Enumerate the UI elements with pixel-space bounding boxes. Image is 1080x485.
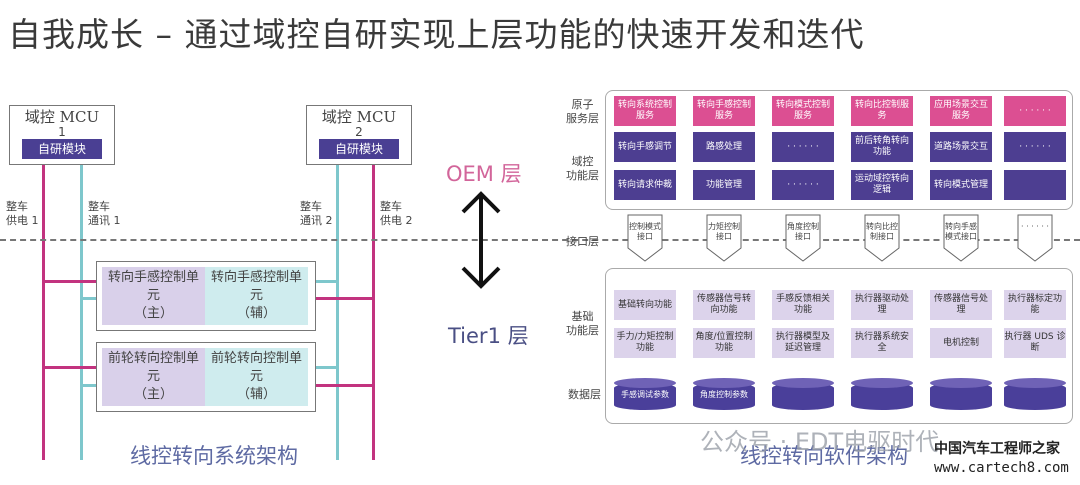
data-label: 手感调试参数 [621, 390, 669, 399]
self-developed-module: 自研模块 [319, 139, 399, 159]
database-cylinder-icon [772, 378, 834, 410]
layer-interface: 接口层 [566, 235, 599, 248]
right-caption: 线控转向软件架构 [740, 444, 908, 468]
ecu-aux: 转向手感控制单元（辅） [205, 267, 308, 325]
domain-function-box: 转向请求仲裁 [614, 170, 676, 200]
interface-arrow: 转向手感模式接口 [943, 214, 979, 262]
database-cylinder-icon: 手感调试参数 [614, 378, 676, 410]
connector [42, 366, 102, 369]
database-cylinder-icon [1004, 378, 1066, 410]
domain-function-box [1004, 170, 1066, 200]
label-comm-1: 整车通讯 1 [88, 200, 121, 227]
interface-label: 力矩控制接口 [708, 222, 740, 241]
atomic-service-box: · · · · · · [1004, 96, 1066, 126]
interface-arrow: · · · · · · [1017, 214, 1053, 262]
base-function-box: 角度/位置控制功能 [693, 328, 755, 358]
interface-arrow: 控制模式接口 [627, 214, 663, 262]
atomic-service-box: 转向比控制服务 [851, 96, 913, 126]
domain-function-box: 转向模式管理 [930, 170, 992, 200]
comm-bus-1 [80, 165, 83, 460]
connector [42, 280, 102, 283]
layer-domain-function: 域控功能层 [566, 155, 599, 182]
base-function-box: 执行器系统安全 [851, 328, 913, 358]
connector [310, 297, 374, 300]
base-function-box: 执行器模型及延迟管理 [772, 328, 834, 358]
base-function-box: 手力/力矩控制功能 [614, 328, 676, 358]
atomic-service-box: 应用场景交互服务 [930, 96, 992, 126]
domain-mcu-2: 域控 MCU 2 自研模块 [306, 105, 412, 165]
mcu-number: 1 [58, 125, 66, 139]
domain-function-box: · · · · · · [772, 170, 834, 200]
ecu-main: 转向手感控制单元（主） [102, 267, 205, 325]
domain-function-box: · · · · · · [772, 132, 834, 162]
tier1-layer-label: Tier1 层 [448, 324, 529, 348]
domain-function-box: 路感处理 [693, 132, 755, 162]
mcu-label: 域控 MCU [321, 108, 397, 126]
database-cylinder-icon [851, 378, 913, 410]
domain-function-box: 道路场景交互 [930, 132, 992, 162]
database-cylinder-icon: 角度控制参数 [693, 378, 755, 410]
label-power-1: 整车供电 1 [6, 200, 39, 227]
domain-function-box: 功能管理 [693, 170, 755, 200]
oem-layer-label: OEM 层 [446, 162, 522, 186]
base-function-box: 传感器信号转向功能 [693, 290, 755, 320]
base-function-box: 手感反馈相关功能 [772, 290, 834, 320]
ecu-main: 前轮转向控制单元（主） [102, 348, 205, 406]
left-caption: 线控转向系统架构 [130, 444, 298, 468]
domain-function-box: 转向手感调节 [614, 132, 676, 162]
domain-function-box: 前后转角转向功能 [851, 132, 913, 162]
wechat-watermark: 公众号 · EDT电驱时代 [700, 428, 940, 456]
interface-arrow: 角度控制接口 [785, 214, 821, 262]
interface-label: 角度控制接口 [787, 222, 819, 241]
self-developed-module: 自研模块 [22, 139, 102, 159]
connector [80, 297, 102, 300]
power-bus-1 [42, 165, 45, 460]
domain-function-box: · · · · · · [1004, 132, 1066, 162]
mcu-label: 域控 MCU [24, 108, 100, 126]
connector [310, 280, 336, 283]
atomic-service-box: 转向模式控制服务 [772, 96, 834, 126]
domain-function-box: 运动域控转向逻辑 [851, 170, 913, 200]
site-watermark-url: www.cartech8.com [934, 460, 1069, 476]
layer-divider [0, 239, 1080, 241]
interface-label: 转向比控制接口 [866, 222, 898, 241]
steering-feel-control-unit: 转向手感控制单元（主） 转向手感控制单元（辅） [96, 261, 316, 331]
database-cylinder-icon [930, 378, 992, 410]
base-function-box: 执行器 UDS 诊断 [1004, 328, 1066, 358]
base-function-box: 电机控制 [930, 328, 992, 358]
slide-title: 自我成长 – 通过域控自研实现上层功能的快速开发和迭代 [8, 15, 865, 54]
domain-mcu-1: 域控 MCU 1 自研模块 [9, 105, 115, 165]
layer-data: 数据层 [568, 388, 601, 401]
double-arrow-icon [461, 191, 501, 289]
oem-software-panel [605, 90, 1073, 210]
tier1-software-panel [605, 268, 1073, 424]
layer-atomic-service: 原子服务层 [566, 98, 599, 125]
comm-bus-2 [336, 165, 339, 460]
power-bus-2 [372, 165, 375, 460]
interface-label: 转向手感模式接口 [945, 222, 977, 241]
atomic-service-box: 转向系统控制服务 [614, 96, 676, 126]
base-function-box: 基础转向功能 [614, 290, 676, 320]
ecu-aux: 前轮转向控制单元（辅） [205, 348, 308, 406]
interface-label: 控制模式接口 [629, 222, 661, 241]
layer-base-function: 基础功能层 [566, 310, 599, 337]
label-power-2: 整车供电 2 [380, 200, 413, 227]
base-function-box: 执行器驱动处理 [851, 290, 913, 320]
front-wheel-control-unit: 前轮转向控制单元（主） 前轮转向控制单元（辅） [96, 342, 316, 412]
base-function-box: 传感器信号处理 [930, 290, 992, 320]
connector [310, 384, 374, 387]
label-comm-2: 整车通讯 2 [300, 200, 333, 227]
interface-arrow: 力矩控制接口 [706, 214, 742, 262]
data-label: 角度控制参数 [700, 390, 748, 399]
base-function-box: 执行器标定功能 [1004, 290, 1066, 320]
interface-arrow: 转向比控制接口 [864, 214, 900, 262]
atomic-service-box: 转向手感控制服务 [693, 96, 755, 126]
connector [80, 384, 102, 387]
site-watermark-cn: 中国汽车工程师之家 [934, 441, 1060, 457]
connector [310, 366, 336, 369]
interface-label: · · · · · · [1021, 222, 1049, 231]
mcu-number: 2 [355, 125, 363, 139]
